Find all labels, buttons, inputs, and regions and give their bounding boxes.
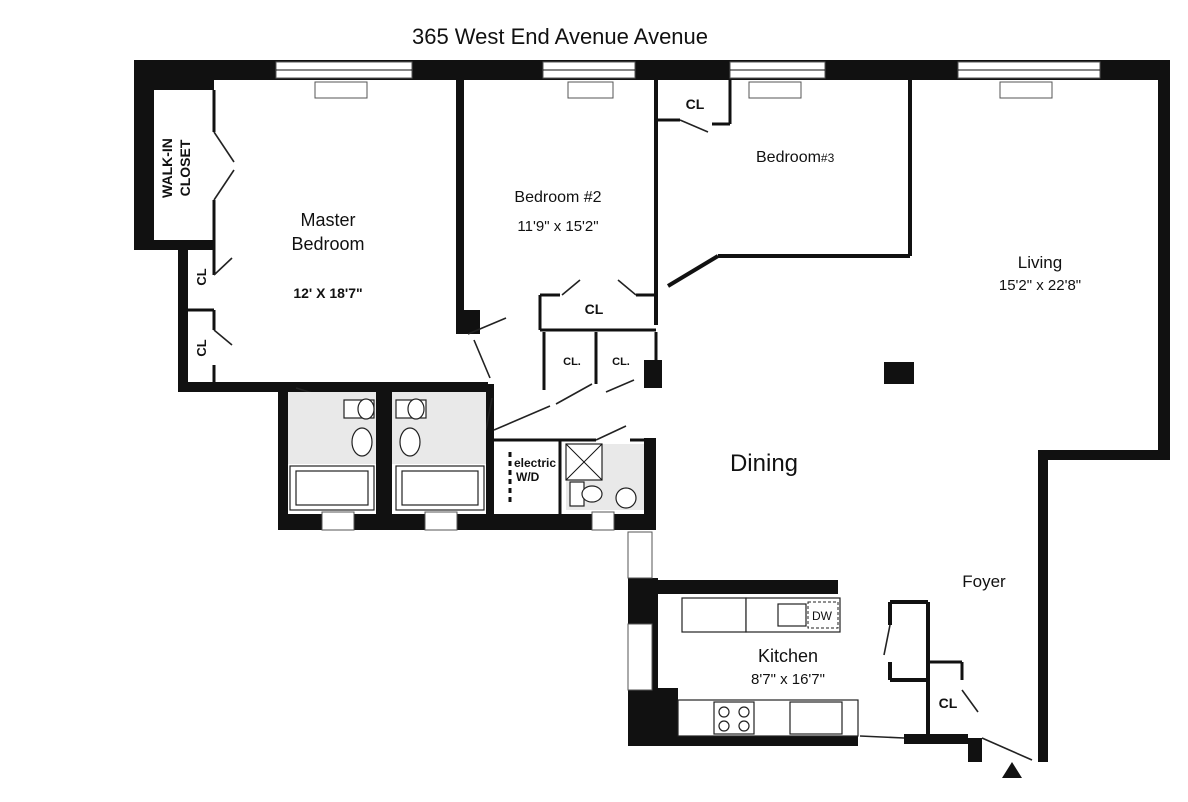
master-bedroom-label-1: Master <box>300 210 355 230</box>
windows <box>275 61 1101 691</box>
living-label: Living <box>1018 253 1062 272</box>
closet-master-lower-label: CL <box>194 339 209 356</box>
living-size: 15'2" x 22'8" <box>999 277 1081 294</box>
bathroom-fixtures <box>289 398 637 511</box>
kitchen-fixtures <box>677 597 859 737</box>
closet-master-upper-label: CL <box>194 268 209 285</box>
walk-in-closet-label-2: CLOSET <box>177 139 193 196</box>
closet-hall-label: CL <box>585 301 604 317</box>
foyer-label: Foyer <box>962 572 1006 591</box>
bedroom2-label: Bedroom #2 <box>514 189 601 206</box>
kitchen-label: Kitchen <box>758 646 818 666</box>
closet-bedroom3-label: CL <box>686 96 705 112</box>
master-bedroom-size: 12' X 18'7" <box>293 285 362 301</box>
bedroom3-label: Bedroom#3 <box>756 149 835 166</box>
dishwasher-label: DW <box>812 609 833 623</box>
laundry-label-1: electric <box>514 456 556 470</box>
laundry-label-2: W/D <box>516 470 540 484</box>
closet-hall-left-label: CL. <box>563 356 581 368</box>
interior-walls <box>182 80 964 740</box>
walk-in-closet-label-1: WALK-IN <box>159 138 175 198</box>
kitchen-size: 8'7" x 16'7" <box>751 671 825 688</box>
master-bedroom-label-2: Bedroom <box>291 234 364 254</box>
bedroom2-size: 11'9" x 15'2" <box>517 218 598 235</box>
dining-label: Dining <box>730 450 798 477</box>
plan-title: 365 West End Avenue Avenue <box>412 24 708 49</box>
closet-hall-right-label: CL. <box>612 356 630 368</box>
room-labels: WALK-IN CLOSET Master Bedroom 12' X 18'7… <box>159 138 1081 688</box>
entrance-arrow-icon <box>1002 762 1022 778</box>
closet-labels: CL CL CL CL CL. CL. CL DW <box>194 96 958 711</box>
column <box>884 362 914 384</box>
closet-foyer-label: CL <box>939 695 958 711</box>
